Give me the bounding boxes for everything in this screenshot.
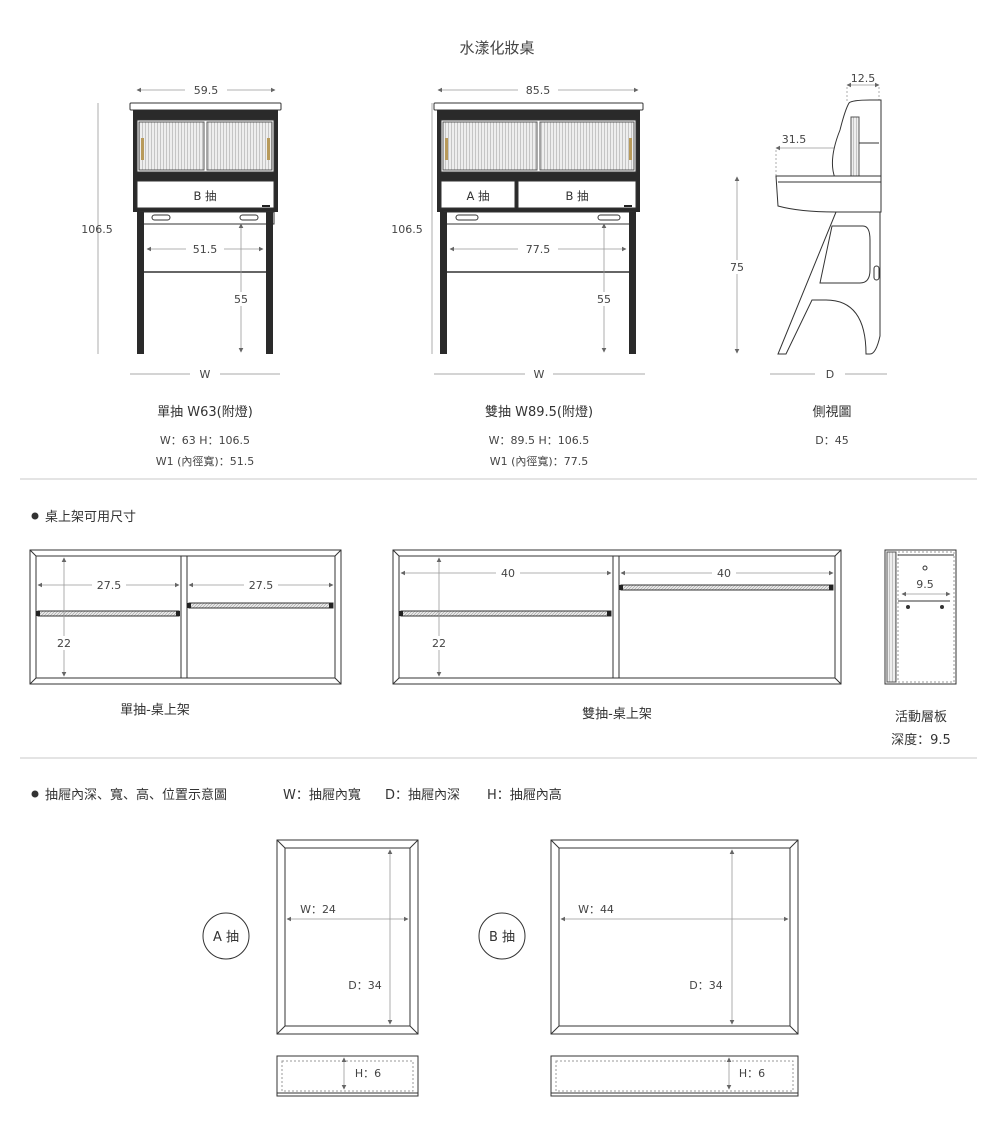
single-shelf-h: 22: [57, 637, 71, 650]
legend-d: D：抽屜內深: [385, 788, 460, 803]
side-shelf-depth: 9.5: [916, 578, 934, 591]
side-shelf-caption2: 深度：9.5: [891, 732, 951, 748]
drawer-b-height: H：6: [739, 1067, 765, 1080]
drawer-b-depth: D：34: [689, 979, 722, 992]
drawer-a-label: A 抽: [213, 930, 239, 945]
single-drawer-label: B 抽: [193, 189, 216, 203]
side-shelf-caption1: 活動層板: [895, 710, 947, 725]
bullet-icon: [31, 512, 39, 520]
drawer-a-depth: D：34: [348, 979, 381, 992]
page-title: 水漾化妝桌: [459, 39, 534, 57]
double-shelf-diagram: 40 40 22 雙抽-桌上架: [392, 549, 842, 722]
side-shelf-depth: 31.5: [782, 133, 807, 146]
side-top-depth: 12.5: [851, 72, 876, 85]
double-front-view: 85.5 106.5 A 抽 B 抽 77.5 55 W 雙抽 W89.5(附燈…: [391, 83, 645, 468]
single-dims-line1: W：63 H：106.5: [160, 434, 250, 447]
drawer-b-label: B 抽: [489, 930, 515, 945]
double-shelf-w2: 40: [717, 567, 731, 580]
drawer-b-width: W：44: [578, 903, 614, 916]
drawer-a-width: W：24: [300, 903, 336, 916]
single-front-view: 59.5 106.5 B 抽 51.5 55 W 單抽 W63(附燈): [81, 83, 282, 468]
side-shelf-diagram: 9.5 活動層板 深度：9.5: [884, 549, 957, 748]
single-shelf-caption: 單抽-桌上架: [120, 703, 190, 718]
single-leg-height: 55: [234, 293, 248, 306]
double-name: 雙抽 W89.5(附燈): [485, 405, 593, 420]
side-name: 側視圖: [812, 405, 851, 420]
drawer-section-header: 抽屜內深、寬、高、位置示意圖: [45, 787, 227, 803]
double-shelf-h: 22: [432, 637, 446, 650]
legend-w: W：抽屜內寬: [283, 787, 361, 803]
double-leg-height: 55: [597, 293, 611, 306]
double-shelf-caption: 雙抽-桌上架: [582, 707, 652, 722]
double-drawer-a-label: A 抽: [466, 189, 489, 203]
single-name: 單抽 W63(附燈): [157, 405, 253, 420]
single-top-width: 59.5: [194, 84, 219, 97]
side-desk-height: 75: [730, 261, 744, 274]
double-total-height: 106.5: [391, 223, 423, 236]
side-view: 12.5 31.5 75 D 側視圖 D：45: [728, 72, 887, 447]
single-w-axis: W: [200, 368, 211, 381]
side-dims-line1: D：45: [815, 434, 848, 447]
double-top-width: 85.5: [526, 84, 551, 97]
single-dims-line2: W1 (內徑寬)：51.5: [156, 454, 254, 468]
single-shelf-w1: 27.5: [97, 579, 122, 592]
double-dims-line2: W1 (內徑寬)：77.5: [490, 454, 588, 468]
legend-h: H：抽屜內高: [487, 787, 562, 803]
double-dims-line1: W：89.5 H：106.5: [489, 434, 590, 447]
double-w-axis: W: [534, 368, 545, 381]
shelf-section-header: 桌上架可用尺寸: [45, 510, 136, 525]
double-shelf-w1: 40: [501, 567, 515, 580]
double-inner-width: 77.5: [526, 243, 551, 256]
side-d-axis: D: [826, 368, 834, 381]
drawer-b-diagram: B 抽 W：44 D：34 H：6: [478, 839, 799, 1097]
drawer-a-height: H：6: [355, 1067, 381, 1080]
double-drawer-b-label: B 抽: [565, 189, 588, 203]
bullet-icon: [31, 790, 39, 798]
single-inner-width: 51.5: [193, 243, 218, 256]
single-shelf-diagram: 27.5 27.5 22 單抽-桌上架: [29, 549, 342, 718]
single-total-height: 106.5: [81, 223, 113, 236]
drawer-a-diagram: A 抽 W：24 D：34 H：6: [202, 839, 419, 1097]
single-shelf-w2: 27.5: [249, 579, 274, 592]
